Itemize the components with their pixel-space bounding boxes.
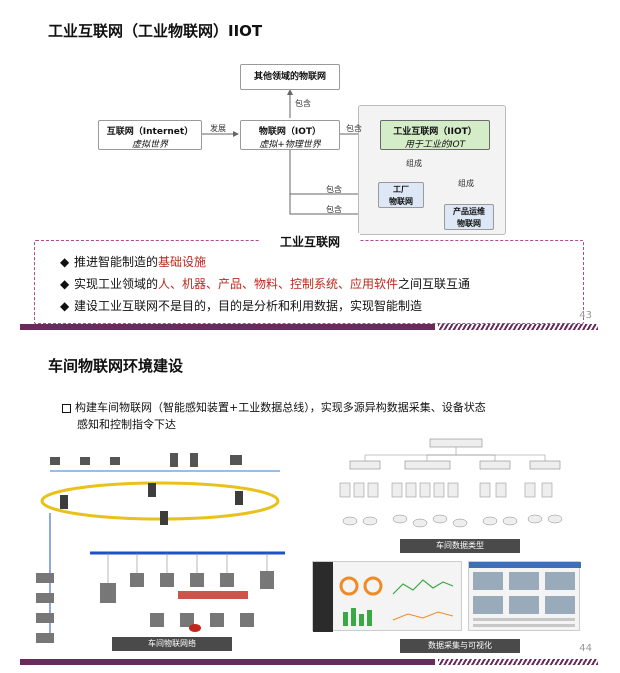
iot-box: 物联网（IOT） 虚拟+物理世界 [240, 120, 340, 150]
footer-bar [20, 659, 598, 665]
internet-box: 互联网（Internet） 虚拟世界 [98, 120, 202, 150]
iot-sub: 虚拟+物理世界 [259, 140, 321, 150]
caption-network: 车间物联网络 [112, 637, 232, 651]
label-compose-1: 组成 [406, 159, 422, 168]
square-bullet-icon [62, 403, 71, 413]
diamond-bullet-icon: ◆ [60, 299, 70, 313]
page-number: 43 [579, 310, 592, 321]
footer-bar [20, 324, 598, 330]
slide-iiot: 工业互联网（工业物联网）IIOT 其他领域的物联网 互联网（Internet） … [20, 8, 598, 334]
factory-iot-box: 工厂 物联网 [378, 182, 424, 208]
bullet-text: 构建车间物联网（智能感知装置+工业数据总线），实现多源异构数据采集、设备状态 感… [62, 399, 582, 433]
slide-title: 车间物联网环境建设 [48, 357, 184, 375]
diamond-bullet-icon: ◆ [60, 255, 70, 269]
label-include-factory: 包含 [326, 185, 342, 194]
label-include-mid: 包含 [346, 124, 362, 133]
iot-title: 物联网（IOT） [258, 127, 322, 137]
label-include-product: 包含 [326, 205, 342, 214]
label-include-top: 包含 [295, 99, 311, 108]
label-develop: 发展 [210, 124, 226, 133]
bullet-2: ◆实现工业领域的人、机器、产品、物料、控制系统、应用软件之间互联互通 [60, 277, 471, 291]
caption-visualize: 数据采集与可视化 [400, 639, 520, 653]
slide-title: 工业互联网（工业物联网）IIOT [48, 22, 263, 40]
page-number: 44 [579, 643, 592, 654]
iiot-title: 工业互联网（IIOT） [393, 127, 477, 137]
workshop-network-diagram [36, 453, 285, 643]
caption-data-types: 车间数据类型 [400, 539, 520, 553]
bullet-3: ◆建设工业互联网不是目的，目的是分析和利用数据，实现智能制造 [60, 299, 423, 313]
product-iot-box: 产品运维 物联网 [444, 204, 494, 230]
diamond-bullet-icon: ◆ [60, 277, 70, 291]
bullet-1: ◆推进智能制造的基础设施 [60, 255, 207, 269]
iiot-box: 工业互联网（IIOT） 用于工业的IOT [380, 120, 490, 150]
slide-workshop-iot: 车间物联网环境建设 构建车间物联网（智能感知装置+工业数据总线），实现多源异构数… [20, 343, 598, 665]
internet-sub: 虚拟世界 [131, 140, 168, 150]
dashboard-screenshot-1 [312, 561, 462, 632]
data-types-tree [339, 438, 563, 528]
panel-title: 工业互联网 [260, 233, 360, 250]
label-compose-2: 组成 [458, 179, 474, 188]
other-iot-box: 其他领域的物联网 [240, 64, 340, 90]
iiot-sub: 用于工业的IOT [404, 140, 466, 150]
dashboard-screenshot-2 [468, 561, 581, 631]
internet-title: 互联网（Internet） [106, 127, 194, 137]
